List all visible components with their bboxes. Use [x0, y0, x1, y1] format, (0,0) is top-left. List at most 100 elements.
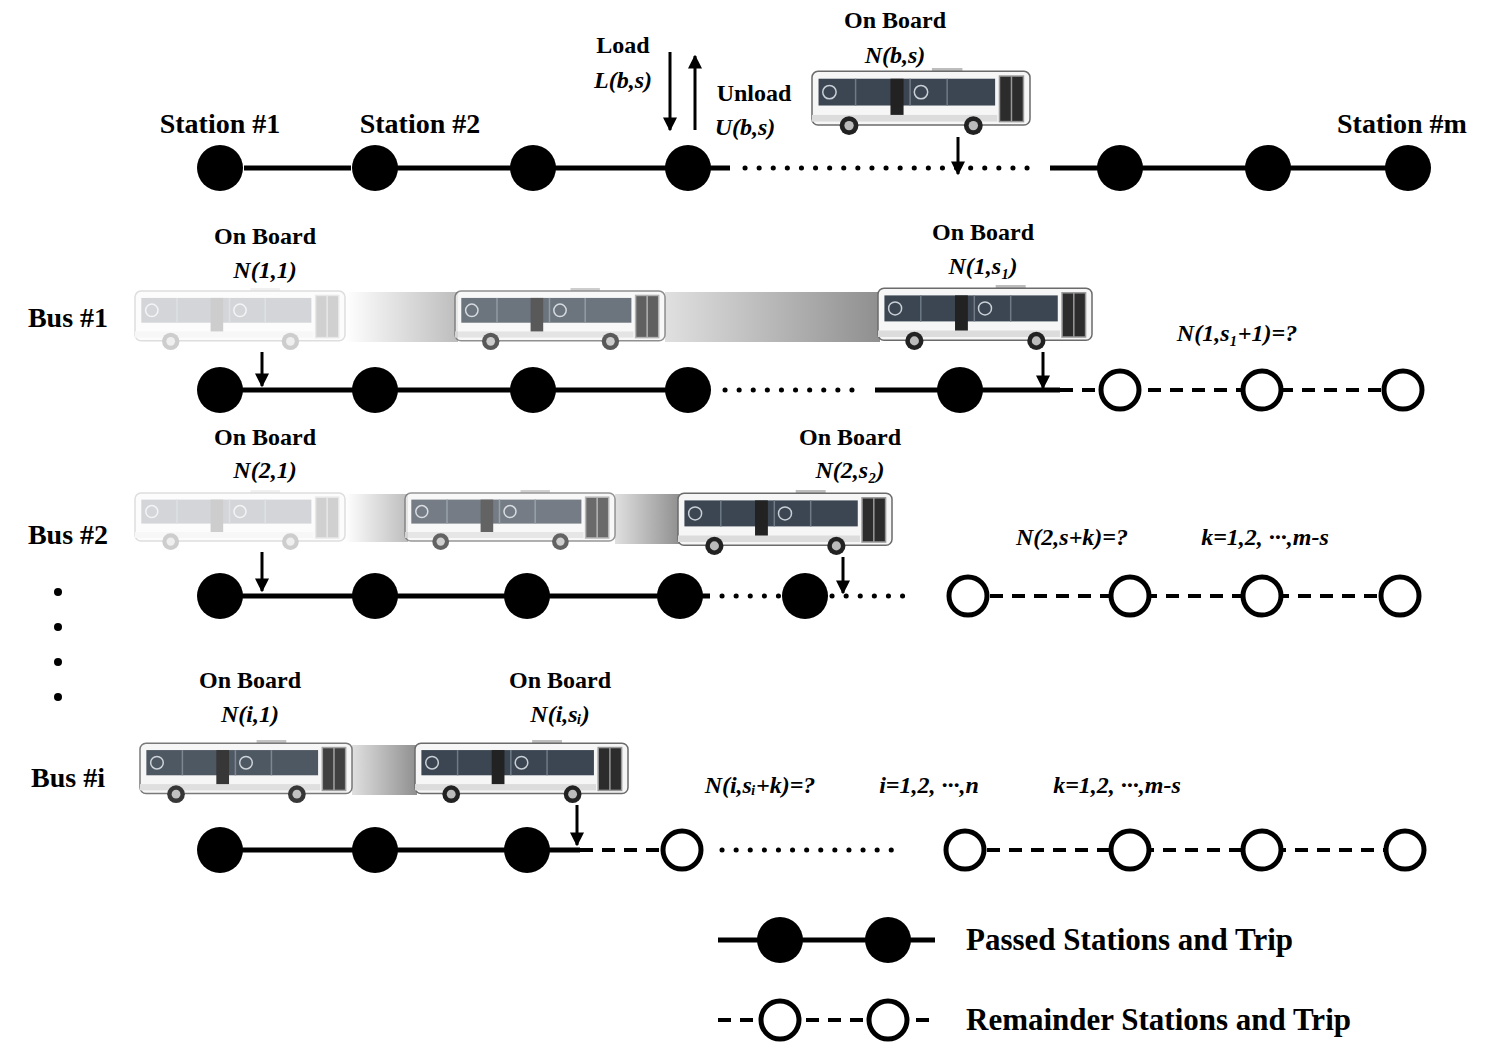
remainder-trip-line	[965, 848, 1405, 852]
remainder-station	[761, 1001, 799, 1039]
variable-label: U(b,s)	[715, 114, 776, 140]
variable-label: N(1,s₁+1)=?	[1177, 320, 1297, 346]
bus-part	[684, 500, 857, 526]
bus-label: Bus #2	[28, 520, 108, 551]
pointer-arrow	[694, 56, 697, 130]
bus-part	[457, 750, 459, 775]
bus-part	[884, 295, 1057, 321]
trip-line	[220, 594, 710, 599]
bus-part	[910, 336, 919, 345]
station-disc	[197, 145, 243, 191]
bus-part	[271, 750, 273, 775]
bus-part	[946, 79, 948, 106]
station-disc	[352, 145, 398, 191]
variable-label: N(2,1)	[233, 457, 296, 483]
bus-part	[974, 295, 976, 321]
bus-part	[999, 76, 1023, 122]
bus-part	[606, 337, 615, 346]
station-node: Station #m	[1384, 144, 1432, 192]
bus-part	[176, 298, 178, 323]
variable-label: k=1,2, ···,m-s	[1053, 772, 1181, 798]
bus-part	[844, 121, 853, 130]
bus-part	[264, 500, 266, 524]
variable-label: L(b,s)	[594, 67, 652, 93]
bus-part	[1032, 336, 1041, 345]
bus-part	[827, 537, 845, 555]
station-circle	[1384, 144, 1432, 192]
bus-part	[1073, 293, 1075, 337]
bus-part	[710, 541, 719, 550]
bus-part	[486, 337, 495, 346]
bus-part	[135, 493, 345, 541]
station-name: Station #2	[360, 109, 481, 140]
station-name: Station #1	[160, 109, 281, 140]
bus-picture	[405, 490, 615, 550]
ellipsis-dot	[54, 623, 62, 631]
bus-label: Bus #1	[28, 303, 108, 334]
bus-part	[534, 500, 536, 524]
bus-part	[416, 506, 428, 518]
bus-part	[326, 497, 328, 538]
passed-station	[510, 145, 556, 191]
annotation-label: On Board	[932, 219, 1034, 245]
bus-part	[172, 790, 181, 799]
annotation-label: On Board	[844, 7, 946, 33]
bus-part	[810, 500, 812, 526]
bus-part	[426, 756, 439, 769]
legend-sample	[718, 917, 935, 963]
pointer-arrow	[1042, 352, 1045, 388]
bus-picture	[135, 490, 345, 550]
variable-label: N(b,s)	[865, 42, 926, 68]
variable-label: N(1,1)	[233, 257, 296, 283]
bus-picture	[135, 288, 345, 350]
remainder-station	[663, 831, 701, 869]
motion-trail	[345, 292, 458, 342]
bus-part	[873, 498, 875, 542]
dotted-gap	[745, 166, 1040, 171]
station-node: Station #2	[351, 144, 399, 192]
motion-trail	[665, 292, 880, 342]
bus-part	[755, 500, 768, 539]
bus-picture	[878, 285, 1092, 350]
station-row	[197, 827, 1424, 873]
variable-label: N(i,1)	[221, 701, 279, 727]
bus-part	[568, 790, 577, 799]
bus-part	[1011, 76, 1013, 122]
passed-station	[197, 827, 243, 873]
bus-part	[229, 500, 231, 524]
bus-part	[584, 298, 586, 323]
bus-part	[162, 333, 179, 350]
bus-part	[135, 291, 345, 341]
bus-part	[264, 298, 266, 323]
bus-part	[211, 298, 224, 335]
bus-part	[1062, 293, 1086, 337]
remainder-station	[1243, 371, 1281, 409]
bus-part	[586, 497, 609, 538]
bus-part	[333, 748, 335, 791]
variable-label: i=1,2, ···,n	[879, 772, 979, 798]
bus-part	[432, 533, 449, 550]
bus-part	[292, 790, 301, 799]
passed-station	[352, 573, 398, 619]
bus-part	[720, 500, 722, 526]
variable-label: N(2,s₂)	[815, 457, 884, 483]
bus-part	[552, 533, 569, 550]
station-name: Station #m	[1337, 109, 1467, 140]
bus-part	[689, 507, 702, 520]
passed-station	[757, 917, 803, 963]
bus-part	[446, 500, 448, 524]
bus-part	[855, 79, 857, 106]
bus-part	[234, 304, 246, 316]
bus-part	[955, 295, 968, 334]
bus-picture	[455, 288, 665, 350]
station-row	[375, 145, 1408, 191]
bus-part	[411, 500, 581, 524]
station-circle	[351, 144, 399, 192]
variable-label: N(i,sᵢ)	[530, 701, 589, 727]
bus-picture	[678, 490, 892, 555]
bus-part	[182, 750, 184, 775]
bus-part	[549, 298, 551, 323]
bus-part	[969, 121, 978, 130]
